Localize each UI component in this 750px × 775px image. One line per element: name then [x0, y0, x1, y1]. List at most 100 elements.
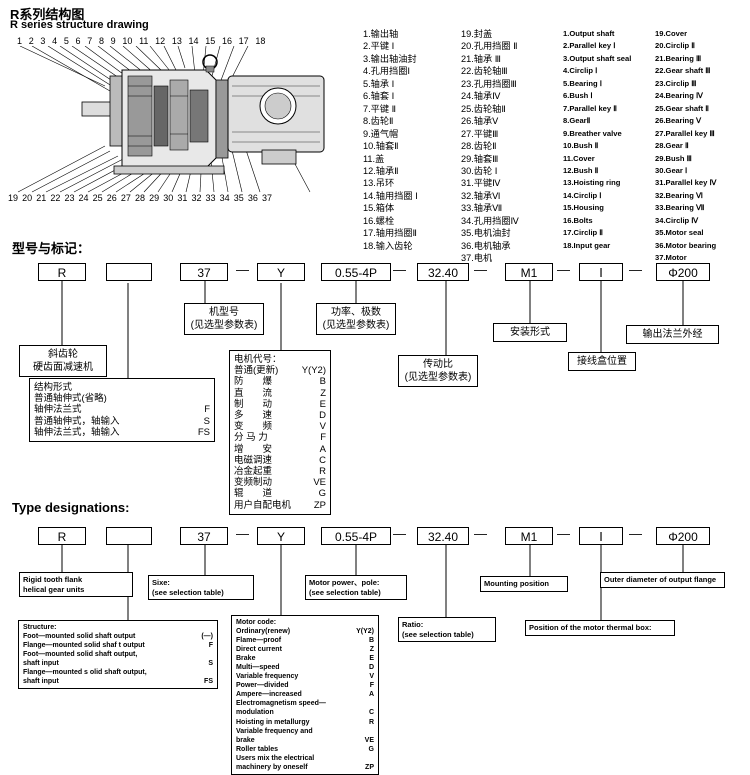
en-structure-row-code: S: [208, 660, 213, 668]
en-motor-row-label: Users mix the electrical: [236, 754, 315, 762]
part-item-en: 19.Cover: [655, 29, 688, 38]
part-item-cn: 6.轴套 Ⅰ: [363, 91, 395, 102]
cn-label-power: 功率、极数(见选型参数表): [316, 303, 396, 335]
part-item-cn: 30.齿轮 Ⅰ: [461, 165, 498, 176]
cn-box-motor: Y: [257, 263, 305, 281]
en-structure-row: Foot—mounted solid shaft output(—): [23, 632, 213, 641]
part-item-en: 13.Hoisting ring: [563, 178, 621, 188]
en-box-flange: Φ200: [656, 527, 710, 545]
title-en: R series structure drawing: [10, 19, 149, 31]
part-item-en: 25.Gear shaft Ⅱ: [655, 103, 709, 113]
part-item-en: 28.Gear Ⅱ: [655, 141, 689, 151]
en-motor-row-code: VE: [364, 736, 374, 744]
part-item-cn: 34.孔用挡圈Ⅳ: [461, 215, 520, 226]
part-item-cn: 17.轴用挡圈Ⅱ: [363, 228, 418, 239]
cn-structure-row-code: S: [203, 415, 210, 427]
en-structure-row: Flange—mounted solid shaf t output F: [23, 641, 213, 650]
gear-reducer-drawing: [17, 46, 325, 193]
en-motor-row-code: C: [368, 709, 374, 717]
cn-box-mount: M1: [505, 263, 553, 281]
part-item-cn: 37.电机: [461, 253, 493, 264]
part-item-en: 36.Motor bearing: [655, 240, 717, 250]
part-item-en: 12.Bush Ⅱ: [563, 165, 599, 175]
part-item-cn: 7.平键 Ⅱ: [363, 103, 397, 114]
part-item-en: 9.Breather valve: [563, 128, 622, 138]
en-dash-3: —: [474, 526, 487, 541]
en-motor-row-code: V: [369, 673, 374, 681]
part-item-cn: 15.箱体: [363, 203, 395, 214]
en-label-ratio: Ratio:(see selection table): [398, 617, 496, 642]
en-box-terminal: Ⅰ: [579, 527, 623, 545]
en-motor-row-label: machinery by oneself: [236, 763, 308, 771]
cn-label-mount: 安装形式: [493, 323, 567, 342]
cn-structure-row: 普通轴伸式(省略): [34, 393, 210, 404]
cn-box-power: 0.55-4P: [321, 263, 391, 281]
cn-motor-row-label: 电磁调速: [234, 454, 273, 466]
cn-label-terminal: 接线盒位置: [568, 352, 636, 371]
en-label-flange: Outer diameter of output flange: [600, 572, 725, 588]
part-item-en: 24.Bearing Ⅳ: [655, 91, 703, 101]
part-item-en: 7.Parallel key Ⅱ: [563, 103, 617, 113]
part-item-en: 18.Input gear: [563, 240, 611, 250]
en-section-title: Type designations:: [12, 500, 130, 515]
cn-motor-row-label: 制 动: [234, 398, 273, 410]
en-box-size: 37: [180, 527, 228, 545]
part-item-cn: 1.输出轴: [363, 29, 399, 39]
part-item-cn: 16.螺栓: [363, 215, 395, 226]
part-item-en: 21.Bearing Ⅲ: [655, 53, 702, 63]
part-item-cn: 21.轴承 Ⅲ: [461, 53, 502, 64]
cn-box-size: 37: [180, 263, 228, 281]
part-item-cn: 23.孔用挡圈Ⅲ: [461, 78, 517, 89]
cn-motor-row: 普通(更新)Y(Y2): [234, 365, 326, 376]
en-motor-row: Electromagnetism speed—: [236, 699, 374, 708]
part-item-en: 15.Housing: [563, 203, 604, 213]
en-structure-row-code: F: [208, 642, 213, 650]
en-motor-row-code: ZP: [365, 763, 374, 771]
en-structure-row-label: Flange—mounted solid shaf t output: [23, 642, 145, 650]
part-item-cn: 11.盖: [363, 153, 385, 164]
en-structure-row-label: Foot—mounted solid shaft output,: [23, 651, 138, 659]
en-dash-1: —: [236, 526, 249, 541]
cn-structure-row-label: 普通轴伸式(省略): [34, 393, 107, 405]
part-item-en: 5.Bearing Ⅰ: [563, 78, 602, 88]
cn-label-type: 斜齿轮硬齿面减速机: [19, 345, 107, 377]
cn-motor-row-label: 变 频: [234, 421, 273, 433]
en-motor-row: machinery by oneself ZP: [236, 763, 374, 772]
cn-motor-row-code: VE: [313, 477, 326, 489]
en-motor-row-code: E: [369, 655, 374, 663]
part-item-en: 35.Motor seal: [655, 228, 704, 238]
en-box-structure: [106, 527, 152, 545]
part-item-cn: 36.电机轴承: [461, 240, 511, 251]
cn-structure-row-code: FS: [197, 426, 210, 438]
cn-dash-3: —: [474, 262, 487, 277]
cn-motor-row-label: 辊 道: [234, 488, 273, 500]
part-item-cn: 4.孔用挡圈Ⅰ: [363, 66, 411, 77]
en-motor-list: Motor code: Ordinary(renew)Y(Y2)Flame—pr…: [231, 615, 379, 775]
en-structure-row-label: Foot—mounted solid shaft output: [23, 633, 136, 641]
en-motor-row-label: Power—divided: [236, 682, 289, 690]
part-item-en: 14.Circlip Ⅰ: [563, 190, 602, 200]
cn-motor-row-code: F: [320, 432, 326, 444]
part-item-cn: 33.轴承Ⅶ: [461, 203, 503, 214]
part-item-cn: 10.轴套Ⅱ: [363, 141, 399, 152]
part-item-cn: 20.孔用挡圈 Ⅱ: [461, 41, 518, 52]
cn-dash-1: —: [236, 262, 249, 277]
en-dash-5: —: [629, 526, 642, 541]
